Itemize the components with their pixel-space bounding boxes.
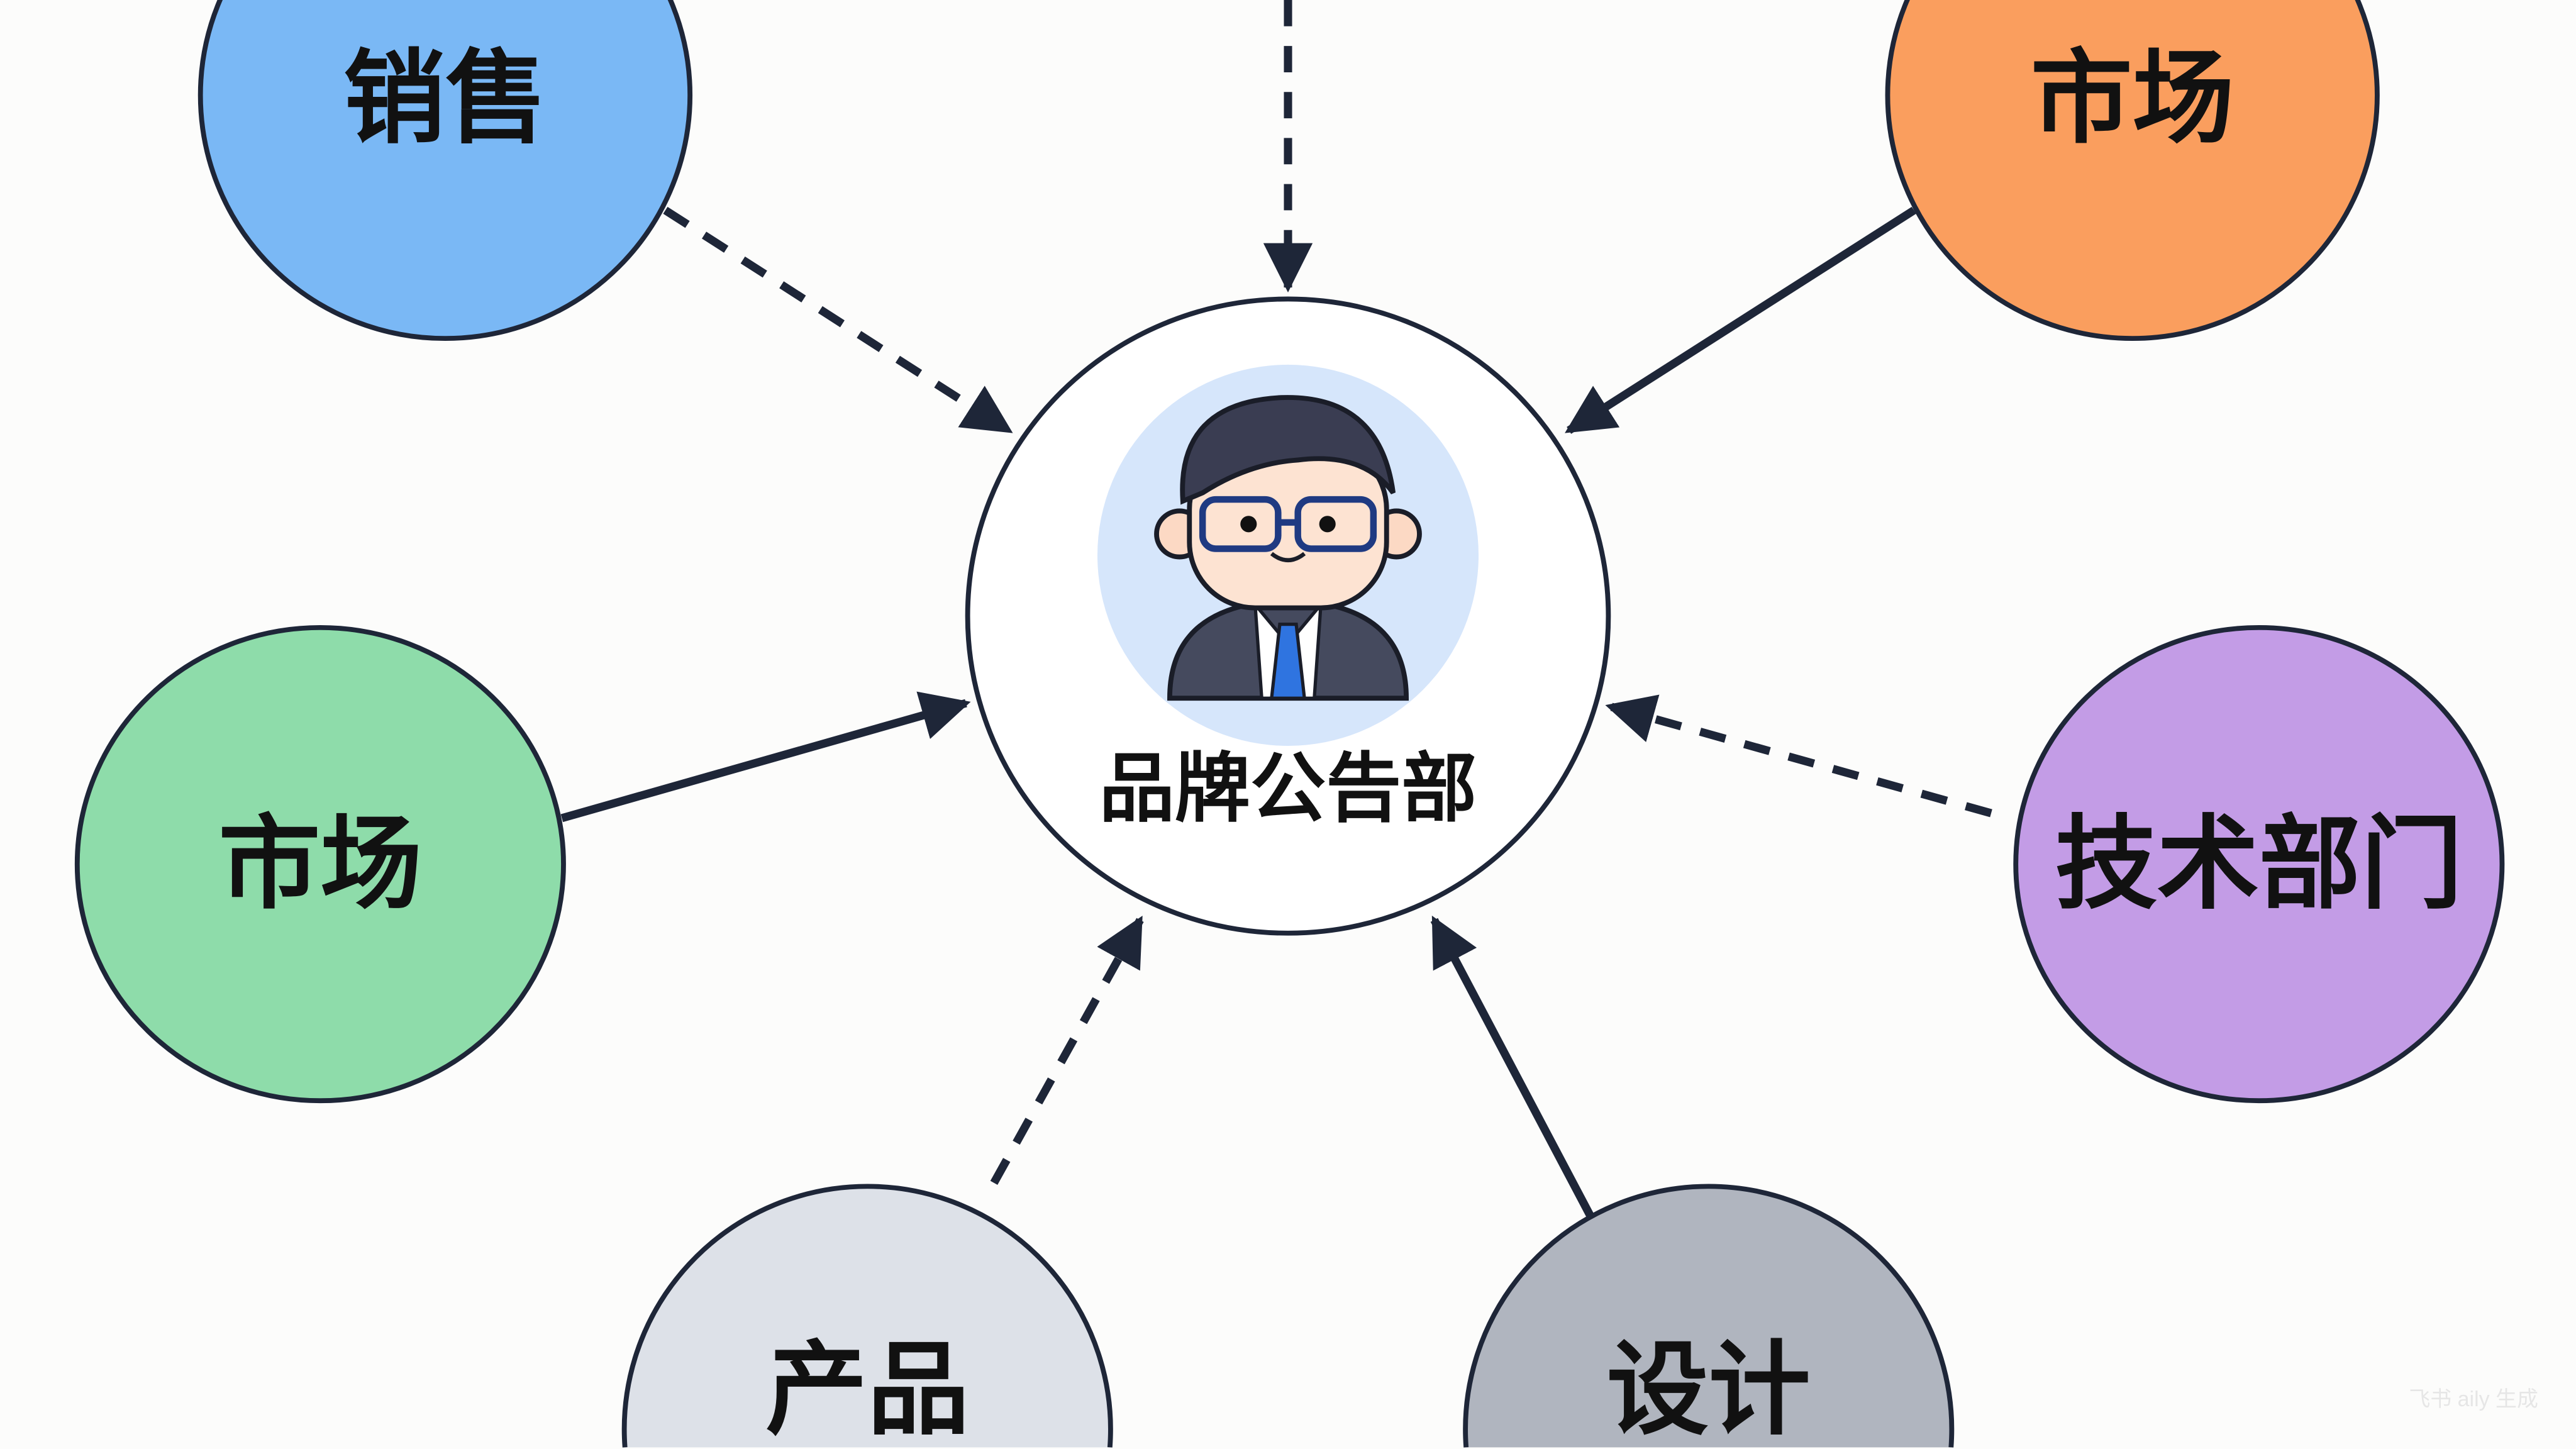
node-label: 设计 — [1607, 1333, 1811, 1446]
node-label: 销售 — [343, 42, 547, 155]
node-market-left[interactable]: 市场 — [74, 625, 566, 1104]
node-tech[interactable]: 技术部门 — [2013, 625, 2505, 1104]
edge-design — [1430, 915, 1594, 1218]
node-center[interactable]: 品牌公告部 — [965, 296, 1611, 936]
node-label: 市场 — [2031, 42, 2235, 155]
node-label: 市场 — [218, 808, 422, 921]
node-market-right[interactable]: 市场 — [1885, 0, 2380, 341]
node-label: 产品 — [765, 1333, 969, 1446]
node-design[interactable]: 设计 — [1463, 1184, 1955, 1448]
watermark: 飞书 aily 生成 — [2409, 1387, 2538, 1411]
node-sales[interactable]: 销售 — [197, 0, 692, 341]
node-product[interactable]: 产品 — [621, 1184, 1113, 1448]
edge-market-right — [1565, 206, 1916, 434]
edge-tech — [1605, 694, 1992, 818]
businessman-avatar-icon — [1097, 364, 1479, 746]
node-label: 技术部门 — [2055, 808, 2463, 921]
edge-market-left — [560, 691, 971, 823]
center-label: 品牌公告部 — [1099, 747, 1477, 831]
edge-product — [990, 916, 1144, 1185]
edge-sales — [663, 206, 1013, 434]
